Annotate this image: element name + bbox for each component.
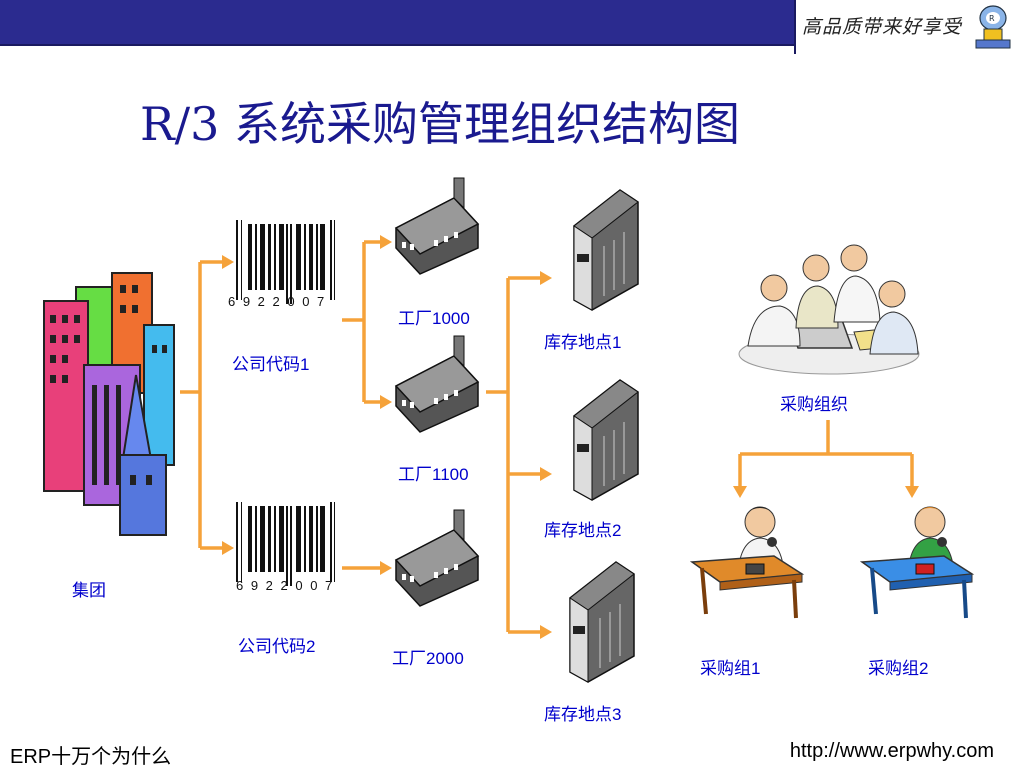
plant-1100-label: 工厂1100 [398, 465, 469, 484]
barcode-icon [236, 220, 335, 304]
barcode-number: 6 9 2 2 0 0 7 [236, 578, 335, 593]
warehouse-icon [573, 379, 639, 501]
storage-location-1-label: 库存地点1 [544, 333, 622, 352]
barcode-number: 6 9 2 2 0 0 7 [228, 294, 327, 309]
purchasing-group-1-label: 采购组1 [700, 659, 761, 678]
slogan-banner: 高品质带来好享受 R [794, 0, 1024, 54]
factory-icon [394, 177, 480, 275]
desk-worker-icon [689, 506, 805, 619]
slogan-text: 高品质带来好享受 [802, 16, 963, 38]
company-code-2-label: 公司代码2 [238, 637, 316, 656]
group-label: 集团 [72, 581, 106, 600]
team-meeting-icon [738, 244, 920, 375]
desk-worker-icon [859, 506, 975, 619]
storage-location-3-label: 库存地点3 [544, 705, 622, 724]
plant-1000-label: 工厂1000 [398, 309, 470, 328]
svg-text:R: R [989, 14, 995, 23]
factory-icon [394, 335, 480, 433]
page-title: R/3 系统采购管理组织结构图 [140, 97, 741, 151]
footer-url[interactable]: http://www.erpwhy.com [789, 740, 994, 762]
warehouse-icon [573, 189, 639, 311]
storage-location-2-label: 库存地点2 [544, 521, 622, 540]
purchasing-group-2-label: 采购组2 [868, 659, 929, 678]
mascot-icon: R [975, 5, 1011, 49]
footer-left-text: ERP十万个为什么 [10, 746, 172, 768]
plant-2000-label: 工厂2000 [392, 649, 464, 668]
factory-icon [394, 509, 480, 607]
company-code-1-label: 公司代码1 [232, 355, 310, 374]
barcode-icon [236, 502, 335, 586]
city-buildings-icon [43, 272, 175, 536]
purchasing-org-label: 采购组织 [780, 395, 848, 414]
warehouse-icon [569, 561, 635, 683]
